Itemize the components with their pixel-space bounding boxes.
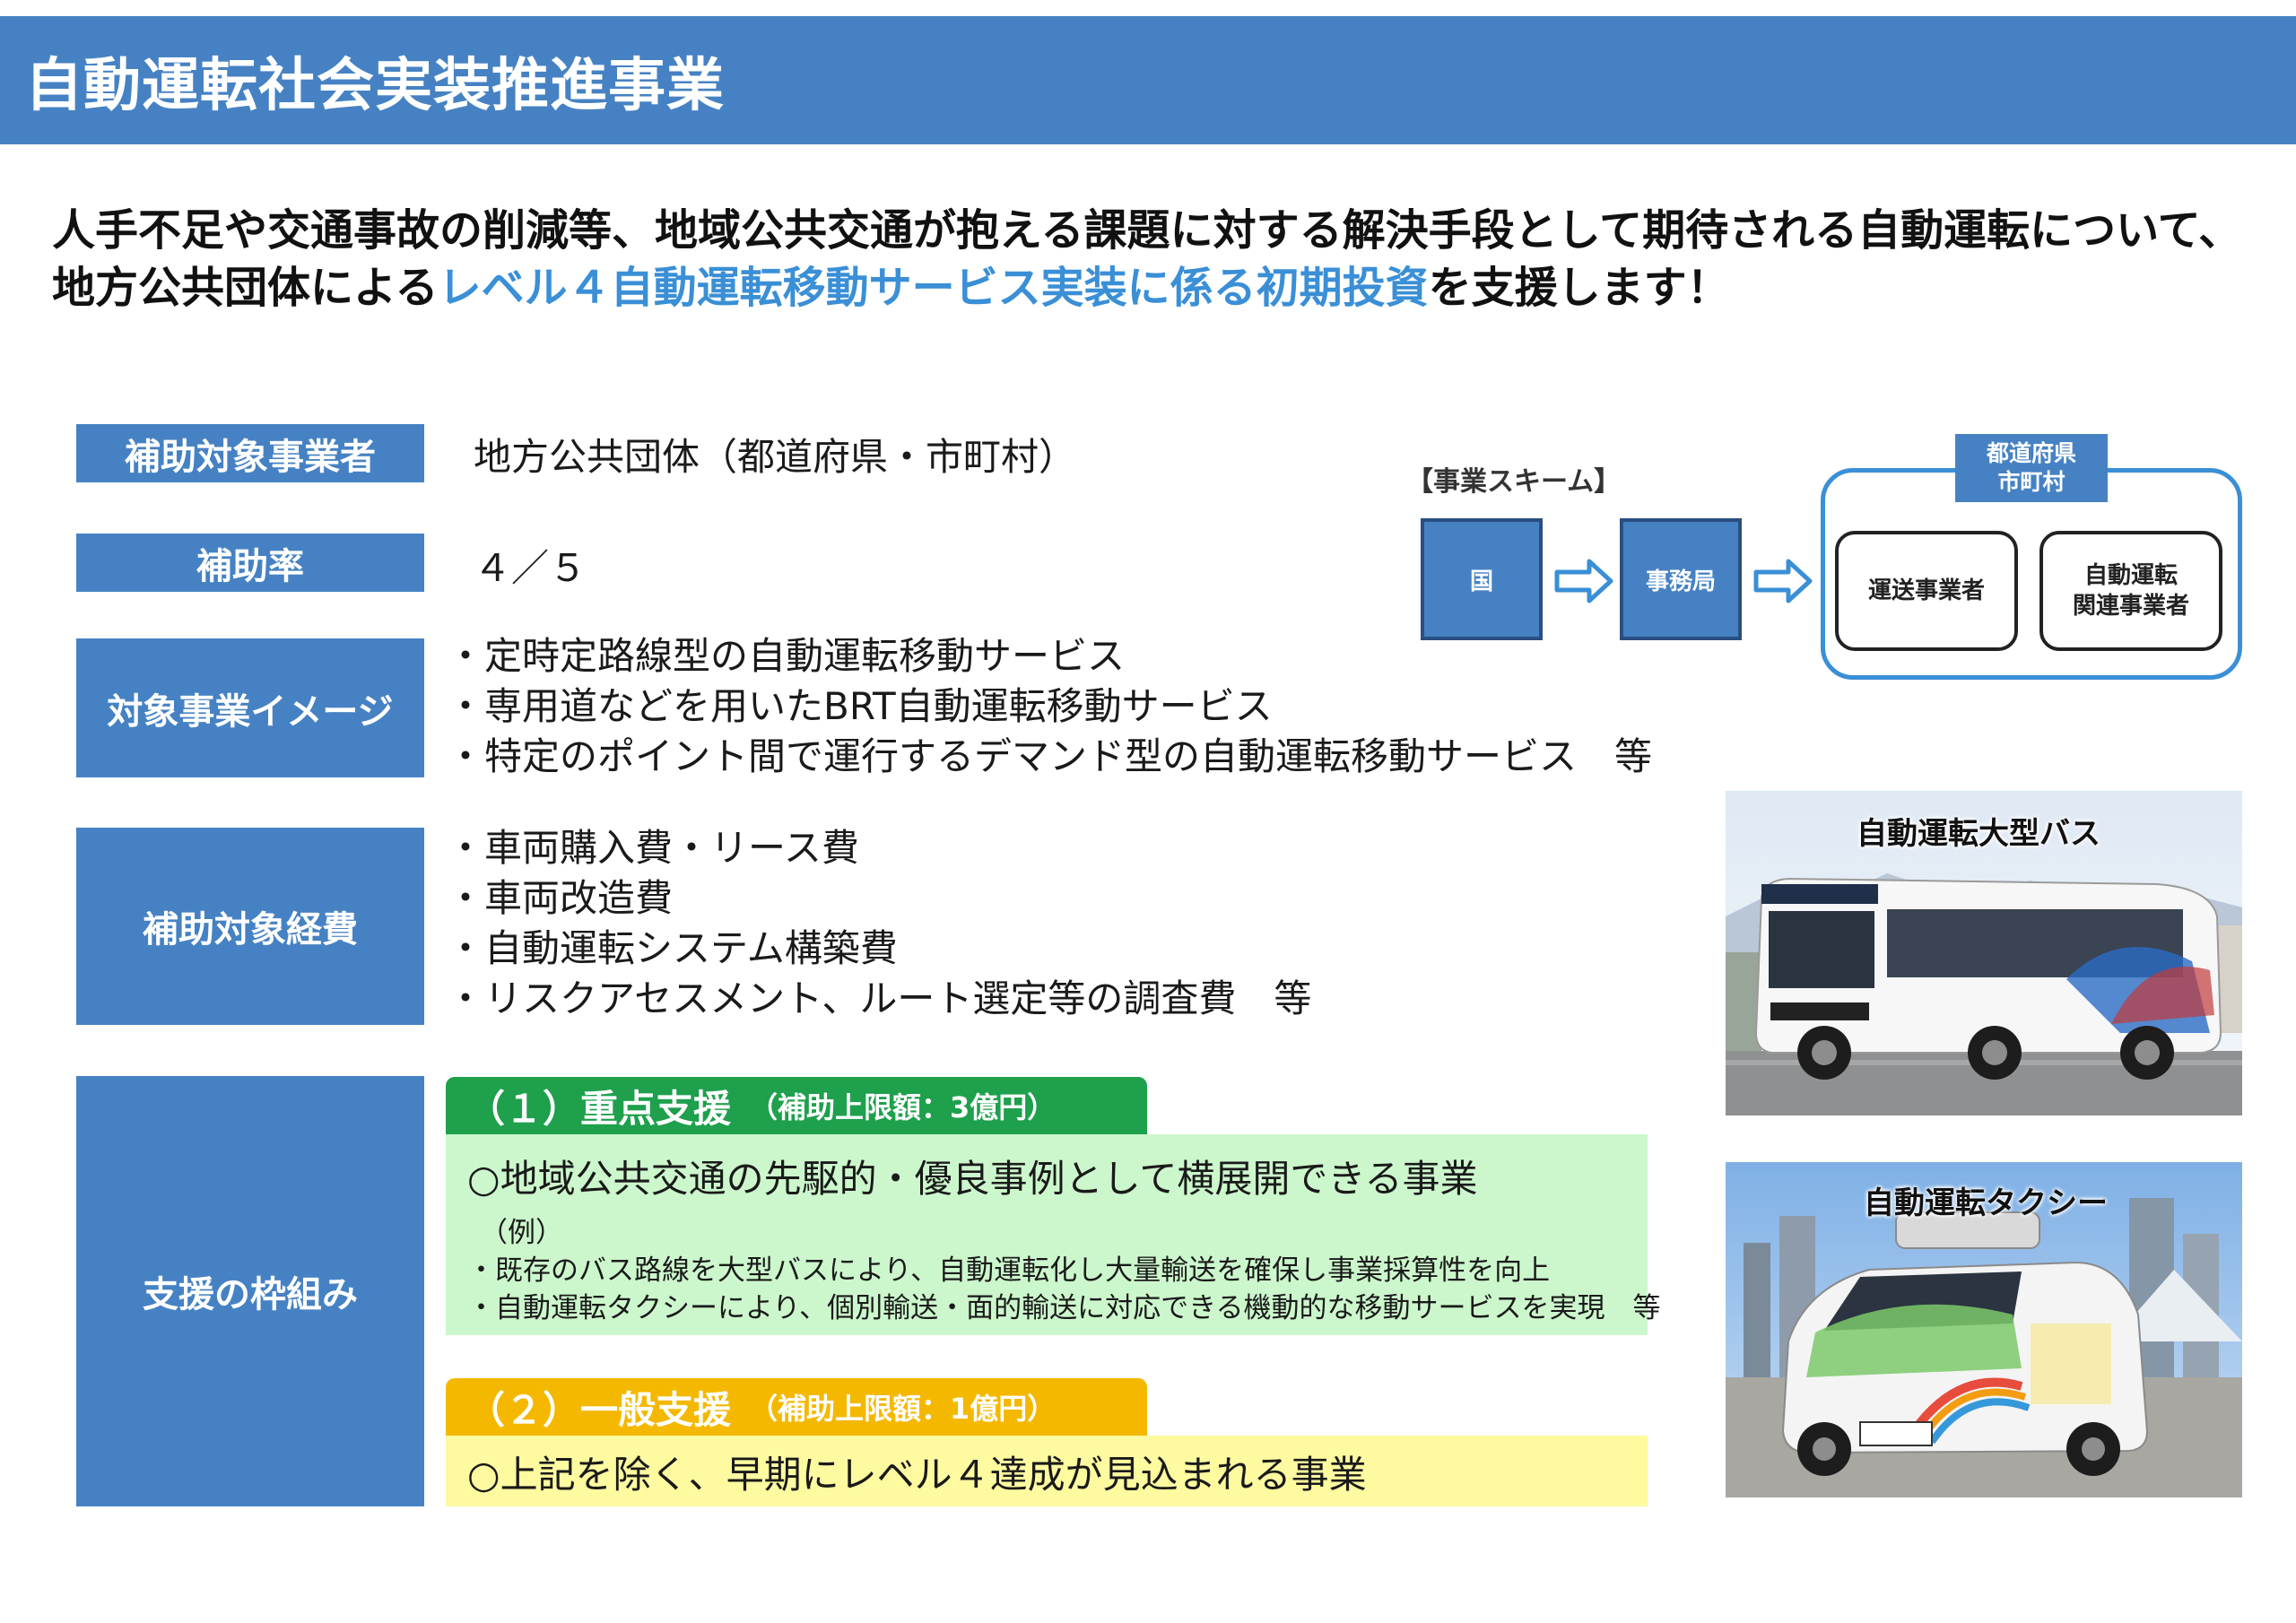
label-project-image: 対象事業イメージ <box>76 638 424 777</box>
priority-support-headline: ○地域公共交通の先駆的・優良事例として横展開できる事業 <box>467 1157 1478 1201</box>
general-support-limit: （補助上限額：1億円） <box>749 1392 1057 1426</box>
header-bar: 自動運転社会実装推進事業 <box>0 16 2296 144</box>
general-support-tab: （２）一般支援 （補助上限額：1億円） <box>446 1378 1147 1436</box>
project-image-list: ・定時定路線型の自動運転移動サービス ・専用道などを用いたBRT自動運転移動サー… <box>447 631 1652 782</box>
value-recipient: 地方公共団体（都道府県・市町村） <box>474 435 1077 479</box>
priority-support-limit: （補助上限額：3億円） <box>749 1090 1057 1124</box>
scheme-title: 【事業スキーム】 <box>1406 466 1622 498</box>
label-rate: 補助率 <box>76 534 424 592</box>
project-image-item: ・定時定路線型の自動運転移動サービス <box>447 634 1126 678</box>
general-support-panel: ○上記を除く、早期にレベル４達成が見込まれる事業 <box>446 1436 1648 1506</box>
page-title: 自動運転社会実装推進事業 <box>25 52 725 119</box>
bus-photo <box>1726 791 2242 1115</box>
scheme-related-box: 自動運転 関連事業者 <box>2039 531 2222 651</box>
scheme-group-tag: 都道府県 市町村 <box>1955 434 2108 502</box>
priority-example-item: ・自動運転タクシーにより、個別輸送・面的輸送に対応できる機動的な移動サービスを実… <box>467 1292 1661 1324</box>
intro-highlight: レベル４自動運転移動サービス実装に係る初期投資 <box>438 263 1429 313</box>
scheme-country-box: 国 <box>1421 518 1543 640</box>
bus-image <box>1726 791 2242 1115</box>
arrow-right-icon <box>1753 559 1813 603</box>
scheme-group-tag-line: 市町村 <box>1997 469 2066 495</box>
intro-text: 人手不足や交通事故の削減等、地域公共交通が抱える課題に対する解決手段として期待さ… <box>52 202 2267 317</box>
priority-support-panel: ○地域公共交通の先駆的・優良事例として横展開できる事業 （例） ・既存のバス路線… <box>446 1134 1661 1335</box>
scheme-office-box: 事務局 <box>1620 518 1742 640</box>
general-support-title: （２）一般支援 <box>467 1387 732 1432</box>
arrow-right-icon <box>1554 559 1613 603</box>
taxi-image <box>1726 1162 2242 1497</box>
taxi-caption: 自動運転タクシー <box>1864 1185 2108 1221</box>
scheme-group-tag-line: 都道府県 <box>1986 440 2076 466</box>
expenses-item: ・自動運転システム構築費 <box>447 926 898 970</box>
label-recipient: 補助対象事業者 <box>76 424 424 482</box>
expenses-item: ・車両購入費・リース費 <box>447 826 859 870</box>
expenses-list: ・車両購入費・リース費 ・車両改造費 ・自動運転システム構築費 ・リスクアセスメ… <box>447 823 1311 1024</box>
scheme-operator-box: 運送事業者 <box>1835 531 2018 651</box>
expenses-item: ・車両改造費 <box>447 876 674 920</box>
intro-line-2: 地方公共団体によるレベル４自動運転移動サービス実装に係る初期投資を支援します！ <box>52 259 2267 317</box>
scheme-related-label: 関連事業者 <box>2072 593 2189 620</box>
value-rate: ４／５ <box>474 546 587 590</box>
project-image-item: ・特定のポイント間で運行するデマンド型の自動運転移動サービス 等 <box>447 734 1653 778</box>
label-expenses: 補助対象経費 <box>76 828 424 1025</box>
priority-support-tab: （１）重点支援 （補助上限額：3億円） <box>446 1077 1147 1134</box>
priority-support-title: （１）重点支援 <box>467 1086 732 1131</box>
intro-line-2-pre: 地方公共団体による <box>52 263 439 313</box>
priority-example-item: ・既存のバス路線を大型バスにより、自動運転化し大量輸送を確保し事業採算性を向上 <box>467 1254 1551 1287</box>
taxi-photo <box>1726 1162 2242 1497</box>
scheme-operator-label: 運送事業者 <box>1867 577 1985 604</box>
priority-example-label: （例） <box>480 1217 563 1249</box>
label-framework: 支援の枠組み <box>76 1076 424 1506</box>
project-image-item: ・専用道などを用いたBRT自動運転移動サービス <box>447 684 1273 728</box>
expenses-item: ・リスクアセスメント、ルート選定等の調査費 等 <box>447 976 1312 1020</box>
bus-caption: 自動運転大型バス <box>1857 816 2100 852</box>
intro-line-2-post: を支援します！ <box>1428 263 1730 313</box>
general-support-headline: ○上記を除く、早期にレベル４達成が見込まれる事業 <box>467 1453 1367 1497</box>
scheme-related-label: 自動運転 <box>2083 562 2178 589</box>
intro-line-1: 人手不足や交通事故の削減等、地域公共交通が抱える課題に対する解決手段として期待さ… <box>52 205 2242 256</box>
